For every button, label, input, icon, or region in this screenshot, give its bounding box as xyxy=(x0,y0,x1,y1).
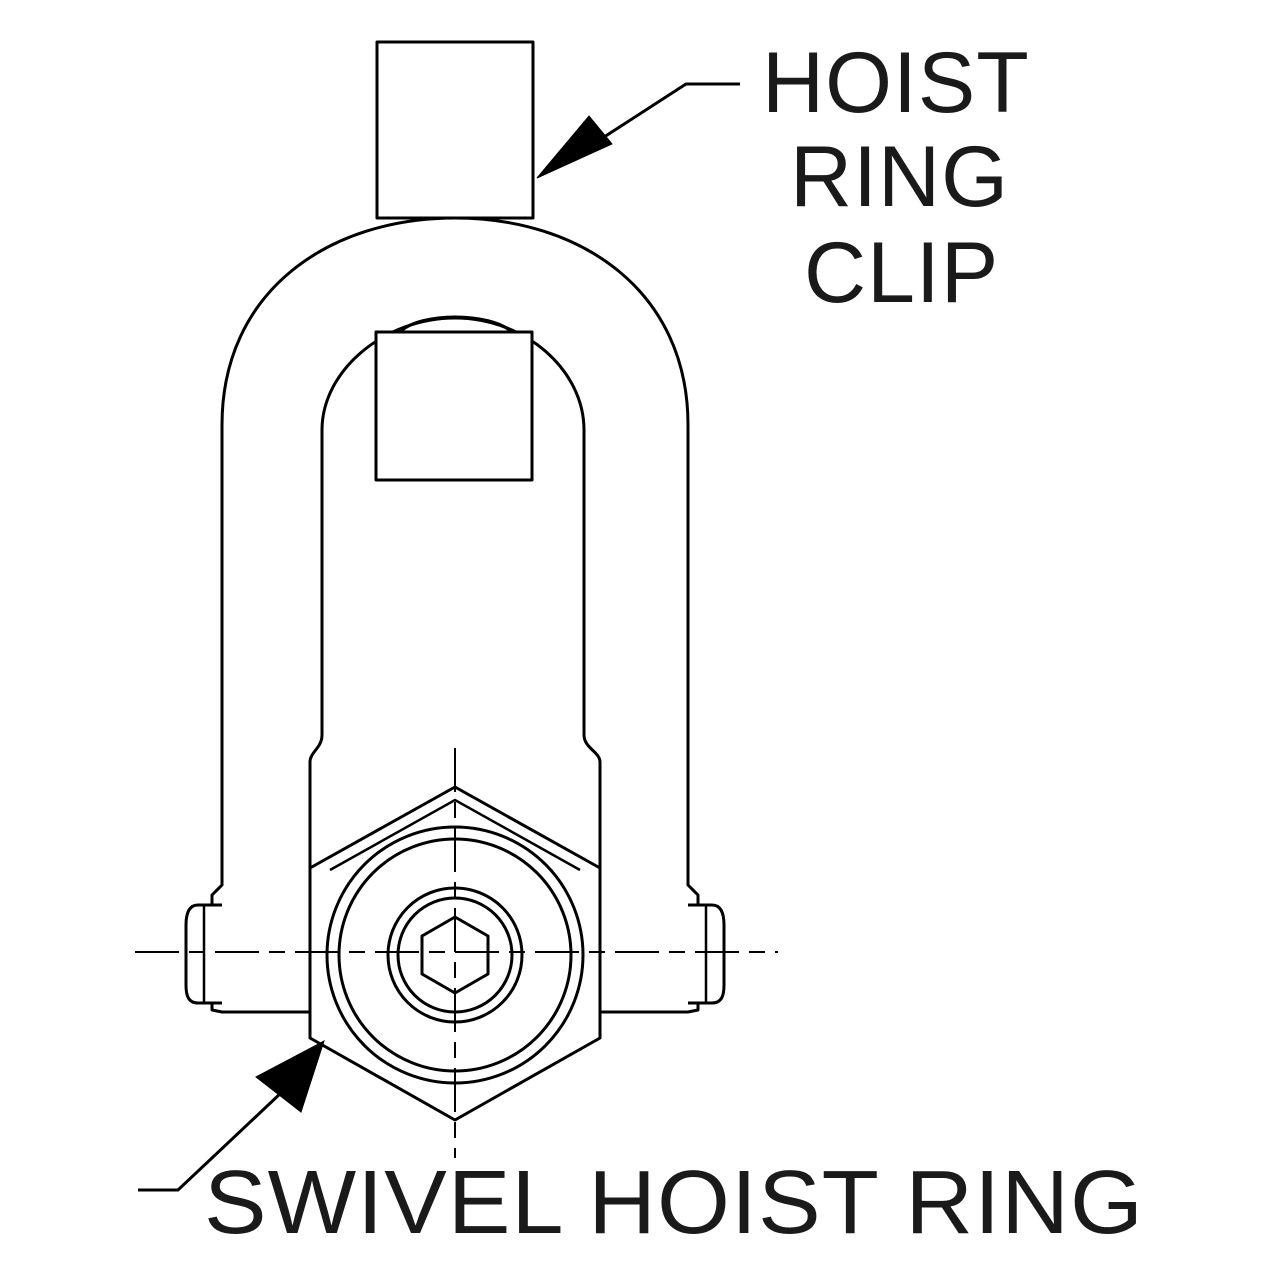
bail-left-shoulder xyxy=(308,734,324,870)
swivel-leader-arrowhead xyxy=(255,1039,325,1113)
swivel-hoist-ring-label: SWIVEL HOIST RING xyxy=(204,1153,1144,1253)
swivel-leader-line xyxy=(138,1090,284,1192)
clip-label-line1: HOIST xyxy=(762,35,1030,131)
hoist-ring-clip-top xyxy=(375,40,535,220)
clip-label-line2: RING xyxy=(790,129,1009,225)
clip-leader-line xyxy=(583,82,740,152)
bail-outer-outline xyxy=(220,216,690,875)
bail-left-leg xyxy=(210,875,312,1014)
hex-nut-body xyxy=(308,785,602,1122)
bail-right-shoulder xyxy=(582,734,602,870)
hex-nut-top-chamfer xyxy=(329,798,581,872)
hoist-ring-clip-block xyxy=(374,330,534,482)
clip-inner-arc xyxy=(398,315,514,334)
clip-label-line3: CLIP xyxy=(804,225,999,321)
clip-leader-arrowhead xyxy=(536,115,613,179)
bail-right-leg xyxy=(598,875,700,1014)
